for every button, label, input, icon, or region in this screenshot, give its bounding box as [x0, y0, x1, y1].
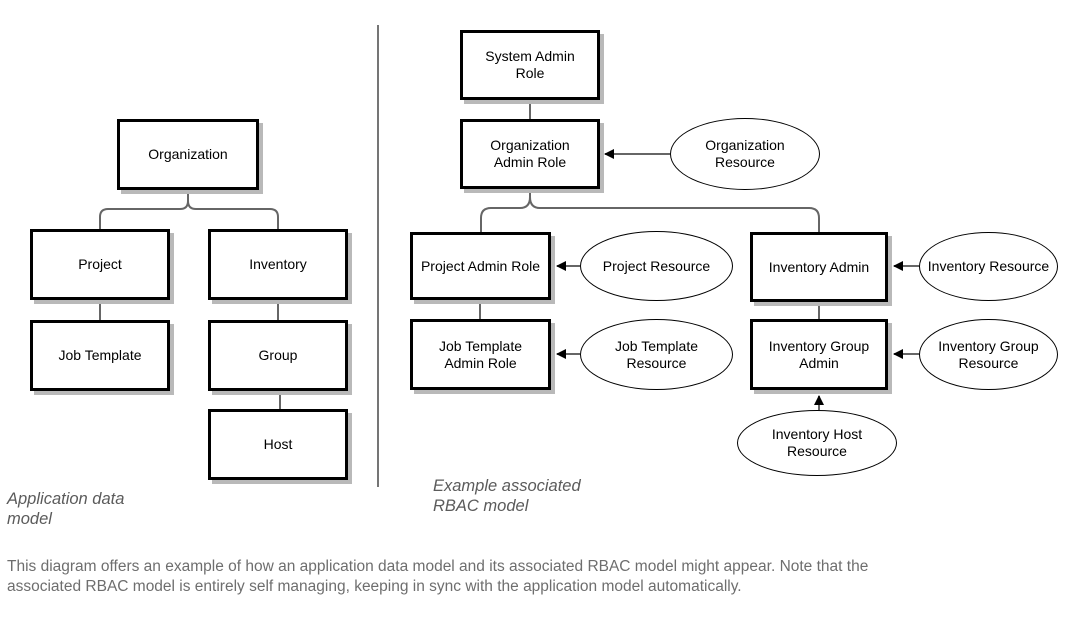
- node-label: Resource: [787, 443, 847, 459]
- node-organization-resource: Organization Resource: [670, 118, 820, 190]
- node-label: Organization: [490, 137, 570, 153]
- left-diagram-caption: Application data model: [7, 489, 124, 529]
- node-label: System Admin: [485, 48, 575, 64]
- node-label: Job Template: [438, 337, 522, 354]
- node-organization-admin-role: Organization Admin Role: [460, 119, 600, 189]
- node-label: Project Admin Role: [420, 257, 541, 274]
- node-organization: Organization: [117, 119, 259, 190]
- edge-organization-inventory: [187, 190, 279, 229]
- node-system-admin-role: System Admin Role: [460, 30, 600, 100]
- node-inventory: Inventory: [208, 229, 348, 300]
- node-label: Role: [515, 65, 545, 81]
- node-label: Organization: [148, 146, 228, 162]
- node-group: Group: [208, 320, 348, 391]
- right-diagram-caption: Example associated RBAC model: [433, 476, 581, 516]
- node-label: Admin Role: [444, 354, 517, 371]
- divider-line: [377, 25, 379, 487]
- caption-line: Example associated: [433, 477, 581, 495]
- node-project: Project: [30, 229, 170, 300]
- node-label: Project Resource: [602, 257, 711, 274]
- node-project-resource: Project Resource: [580, 231, 733, 301]
- node-label: Admin: [799, 354, 839, 371]
- node-label: Resource: [958, 354, 1019, 371]
- caption-line: model: [7, 510, 52, 528]
- node-inventory-resource: Inventory Resource: [919, 232, 1058, 301]
- node-label: Group: [258, 347, 298, 363]
- edge-orgadmin-inventoryadmin: [529, 189, 820, 232]
- description-line: associated RBAC model is entirely self m…: [7, 578, 742, 595]
- description-line: This diagram offers an example of how an…: [7, 558, 869, 575]
- node-label: Resource: [626, 354, 687, 371]
- node-label: Inventory Resource: [927, 258, 1050, 274]
- node-inventory-group-resource: Inventory Group Resource: [919, 319, 1058, 390]
- node-label: Job Template: [58, 347, 142, 363]
- node-label: Inventory: [249, 256, 307, 272]
- node-inventory-admin: Inventory Admin: [750, 232, 888, 302]
- node-label: Inventory Host: [771, 426, 863, 442]
- caption-line: RBAC model: [433, 497, 529, 515]
- node-job-template-resource: Job Template Resource: [580, 319, 733, 390]
- node-host: Host: [208, 409, 348, 480]
- node-inventory-group-admin: Inventory Group Admin: [750, 319, 888, 390]
- caption-line: Application data: [7, 490, 125, 508]
- description-paragraph: This diagram offers an example of how an…: [7, 557, 868, 597]
- node-job-template-admin-role: Job Template Admin Role: [410, 319, 551, 390]
- node-label: Organization: [705, 137, 785, 153]
- node-label: Project: [78, 256, 122, 272]
- node-project-admin-role: Project Admin Role: [410, 232, 551, 300]
- node-label: Inventory Group: [768, 337, 870, 354]
- node-job-template: Job Template: [30, 320, 170, 391]
- edge-orgadmin-projectadmin: [480, 189, 531, 232]
- node-label: Resource: [715, 154, 775, 170]
- node-label: Admin Role: [493, 154, 567, 170]
- node-label: Inventory Admin: [768, 258, 870, 275]
- node-label: Inventory Group: [938, 337, 1039, 354]
- edge-organization-project: [99, 190, 189, 229]
- node-label: Job Template: [614, 337, 698, 354]
- node-label: Host: [263, 436, 293, 452]
- node-inventory-host-resource: Inventory Host Resource: [737, 410, 897, 476]
